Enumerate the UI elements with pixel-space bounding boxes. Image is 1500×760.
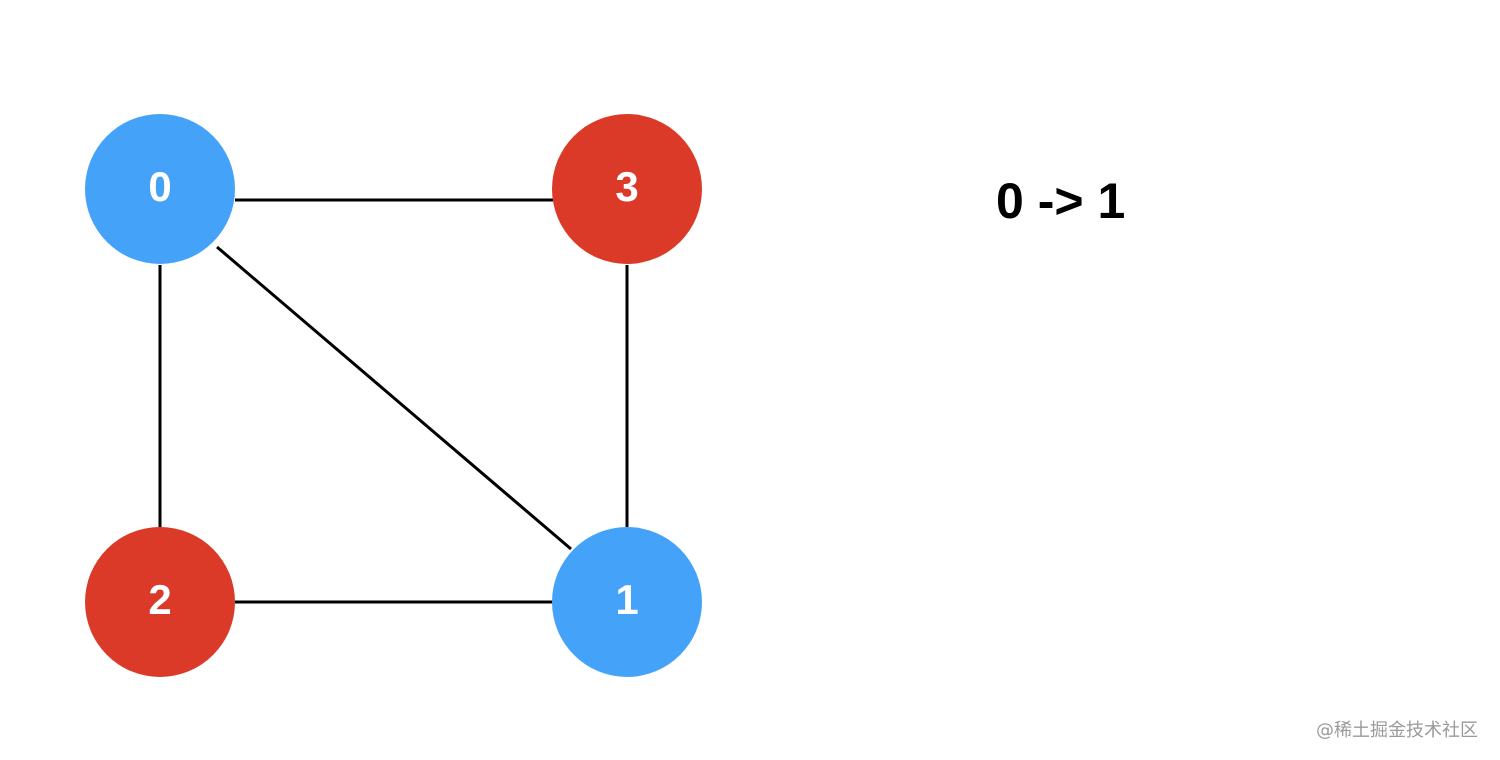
traversal-caption: 0 -> 1 [996,173,1126,229]
edge-0-1 [216,245,572,551]
node-3: 3 [552,114,702,264]
node-1: 1 [552,527,702,677]
node-2: 2 [85,527,235,677]
node-3-label: 3 [615,163,638,210]
node-0: 0 [85,114,235,264]
node-0-circle [85,114,235,264]
node-2-label: 2 [148,576,171,623]
node-1-circle [552,527,702,677]
node-3-circle [552,114,702,264]
watermark: @稀土掘金技术社区 [1316,720,1478,741]
node-2-circle [85,527,235,677]
node-1-label: 1 [615,576,638,623]
node-0-label: 0 [148,163,171,210]
